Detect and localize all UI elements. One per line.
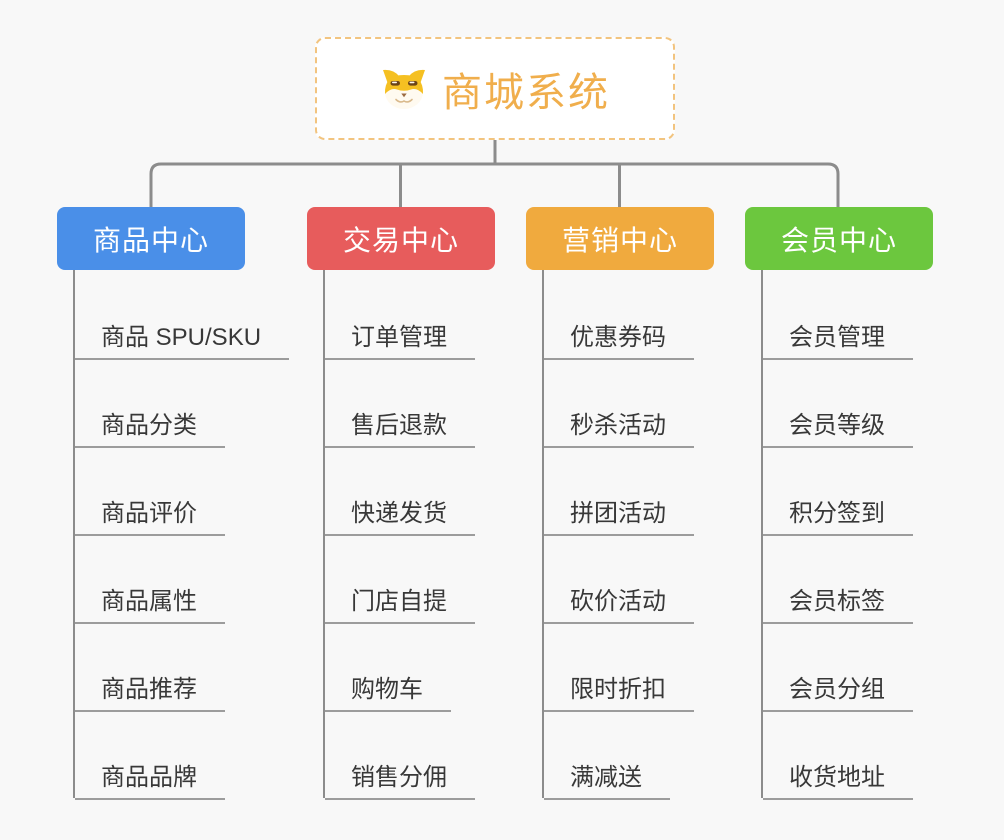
branch-node-marketing[interactable]: 营销中心 [526,207,714,270]
child-topic[interactable]: 限时折扣 [544,622,776,712]
child-topic[interactable]: 商品分类 [75,358,307,448]
child-topic-label: 快递发货 [325,493,475,536]
child-topic-label: 拼团活动 [544,493,694,536]
child-topic[interactable]: 门店自提 [325,534,557,624]
child-topic-label: 会员分组 [763,669,913,712]
child-topic-label: 满减送 [544,757,670,800]
child-topic-label: 秒杀活动 [544,405,694,448]
root-title: 商城系统 [442,70,610,115]
child-topic[interactable]: 砍价活动 [544,534,776,624]
child-topic[interactable]: 商品品牌 [75,710,307,800]
branch-children-trade: 订单管理 售后退款 快递发货 门店自提 购物车 销售分佣 [323,270,557,800]
child-topic-label: 会员等级 [763,405,913,448]
child-topic[interactable]: 收货地址 [763,710,995,800]
branch-children-marketing: 优惠券码 秒杀活动 拼团活动 砍价活动 限时折扣 满减送 [542,270,776,800]
child-topic[interactable]: 优惠券码 [544,270,776,360]
child-topic-label: 商品推荐 [75,669,225,712]
child-topic[interactable]: 购物车 [325,622,557,712]
child-topic[interactable]: 订单管理 [325,270,557,360]
branch-node-trade[interactable]: 交易中心 [307,207,495,270]
child-topic[interactable]: 会员分组 [763,622,995,712]
child-topic-label: 限时折扣 [544,669,694,712]
child-topic-label: 会员管理 [763,317,913,360]
child-topic[interactable]: 拼团活动 [544,446,776,536]
child-topic[interactable]: 秒杀活动 [544,358,776,448]
child-topic-label: 商品属性 [75,581,225,624]
child-topic[interactable]: 商品属性 [75,534,307,624]
child-topic[interactable]: 满减送 [544,710,776,800]
child-topic[interactable]: 积分签到 [763,446,995,536]
child-topic-label: 砍价活动 [544,581,694,624]
child-topic[interactable]: 售后退款 [325,358,557,448]
child-topic-label: 积分签到 [763,493,913,536]
child-topic[interactable]: 快递发货 [325,446,557,536]
child-topic-label: 会员标签 [763,581,913,624]
branch-column-product: 商品中心 商品 SPU/SKU 商品分类 商品评价 商品属性 商品推荐 商品品牌 [57,207,307,800]
child-topic-label: 售后退款 [325,405,475,448]
child-topic-label: 商品分类 [75,405,225,448]
branch-children-member: 会员管理 会员等级 积分签到 会员标签 会员分组 收货地址 [761,270,995,800]
mindmap-root-node[interactable]: 商城系统 [315,37,675,140]
child-topic[interactable]: 商品推荐 [75,622,307,712]
child-topic-label: 收货地址 [763,757,913,800]
branch-column-member: 会员中心 会员管理 会员等级 积分签到 会员标签 会员分组 收货地址 [745,207,995,800]
child-topic-label: 优惠券码 [544,317,694,360]
child-topic[interactable]: 商品 SPU/SKU [75,270,307,360]
child-topic-label: 门店自提 [325,581,475,624]
child-topic[interactable]: 会员标签 [763,534,995,624]
child-topic[interactable]: 会员等级 [763,358,995,448]
dog-face-icon [383,69,425,109]
branch-column-marketing: 营销中心 优惠券码 秒杀活动 拼团活动 砍价活动 限时折扣 满减送 [526,207,776,800]
child-topic-label: 订单管理 [325,317,475,360]
branch-children-product: 商品 SPU/SKU 商品分类 商品评价 商品属性 商品推荐 商品品牌 [73,270,307,800]
child-topic-label: 销售分佣 [325,757,475,800]
child-topic[interactable]: 销售分佣 [325,710,557,800]
child-topic-label: 商品品牌 [75,757,225,800]
child-topic-label: 购物车 [325,669,451,712]
child-topic[interactable]: 商品评价 [75,446,307,536]
child-topic-label: 商品评价 [75,493,225,536]
branch-node-member[interactable]: 会员中心 [745,207,933,270]
branch-column-trade: 交易中心 订单管理 售后退款 快递发货 门店自提 购物车 销售分佣 [307,207,557,800]
branch-node-product[interactable]: 商品中心 [57,207,245,270]
child-topic-label: 商品 SPU/SKU [75,317,290,360]
child-topic[interactable]: 会员管理 [763,270,995,360]
